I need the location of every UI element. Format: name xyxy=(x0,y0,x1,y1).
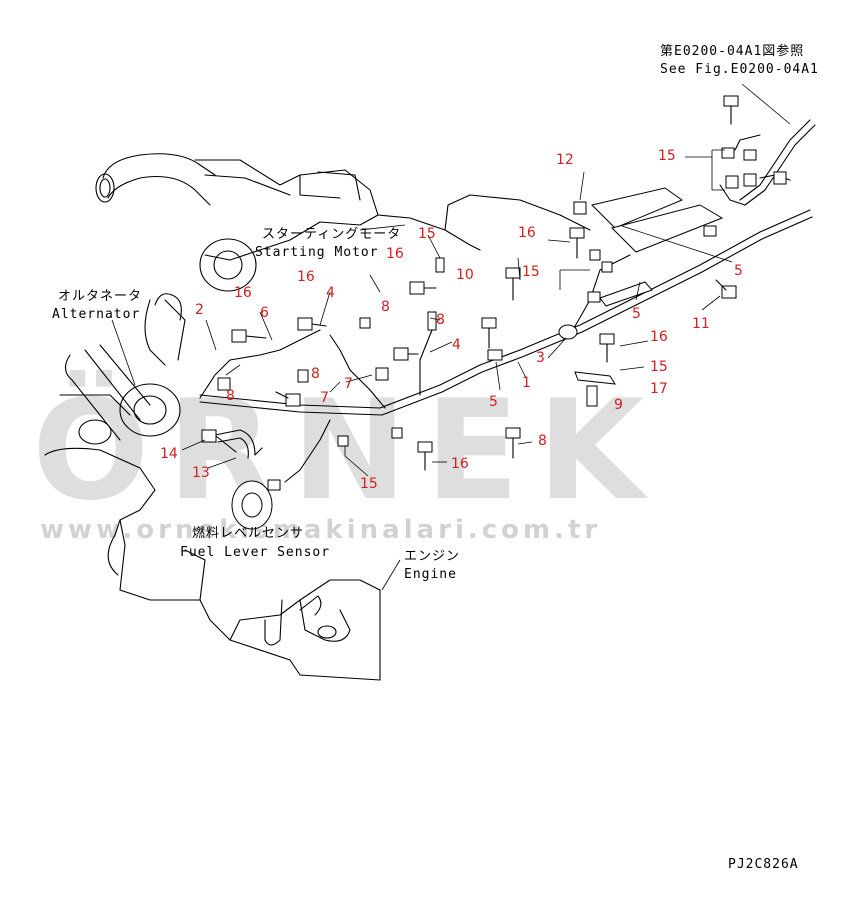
callout-3: 3 xyxy=(536,350,545,366)
engine-label-jp: エンジン xyxy=(404,549,460,564)
callout-8: 8 xyxy=(226,388,235,404)
callout-6: 6 xyxy=(260,305,269,321)
watermark-brand: ÖRNEK xyxy=(32,370,662,531)
reference-label-jp: 第E0200-04A1図参照 xyxy=(660,43,804,59)
callout-5: 5 xyxy=(632,306,641,322)
fuel-sensor-label-en: Fuel Lever Sensor xyxy=(180,545,330,560)
callout-16: 16 xyxy=(451,456,469,472)
figure-code: PJ2C826A xyxy=(728,857,799,872)
callout-5: 5 xyxy=(489,394,498,410)
callout-2: 2 xyxy=(195,302,204,318)
callout-15: 15 xyxy=(658,148,676,164)
callout-16: 16 xyxy=(518,225,536,241)
callout-15: 15 xyxy=(650,359,668,375)
engine-outline xyxy=(44,153,591,681)
callout-8: 8 xyxy=(436,312,445,328)
callout-4: 4 xyxy=(326,285,335,301)
callout-12: 12 xyxy=(556,152,574,168)
watermark-url: www.ornekismakinalari.com.tr xyxy=(40,515,601,545)
wire-harness xyxy=(199,119,816,483)
callout-7: 7 xyxy=(344,376,353,392)
alternator-label-jp: オルタネータ xyxy=(58,289,142,304)
callout-15: 15 xyxy=(522,264,540,280)
engine-label-en: Engine xyxy=(404,567,457,582)
callout-8: 8 xyxy=(311,366,320,382)
callout-7: 7 xyxy=(320,390,329,406)
callout-16: 16 xyxy=(297,269,315,285)
callout-15: 15 xyxy=(418,226,436,242)
parts xyxy=(201,95,787,530)
fuel-sensor-label-jp: 燃料レベルセンサ xyxy=(192,525,304,541)
callout-10: 10 xyxy=(456,267,474,283)
callout-16: 16 xyxy=(386,246,404,262)
callout-1: 1 xyxy=(522,375,531,391)
reference-label-en: See Fig.E0200-04A1 xyxy=(660,62,819,77)
callout-8: 8 xyxy=(381,299,390,315)
leader-lines xyxy=(111,83,791,477)
alternator-label-en: Alternator xyxy=(52,307,140,322)
callout-11: 11 xyxy=(692,316,710,332)
callout-14: 14 xyxy=(160,446,178,462)
callout-17: 17 xyxy=(650,381,668,397)
callout-numbers: 12 15 16 15 16 10 15 5 16 4 16 2 6 8 8 4… xyxy=(160,148,743,492)
callout-16: 16 xyxy=(234,285,252,301)
callout-5: 5 xyxy=(734,263,743,279)
callout-13: 13 xyxy=(192,465,210,481)
starting-motor-label-en: Starting Motor xyxy=(255,245,379,260)
callout-9: 9 xyxy=(614,397,623,413)
text-labels: 第E0200-04A1図参照 See Fig.E0200-04A1 スターティン… xyxy=(52,43,819,872)
starting-motor-label-jp: スターティングモータ xyxy=(262,227,401,242)
callout-16: 16 xyxy=(650,329,668,345)
watermark: ÖRNEK www.ornekismakinalari.com.tr xyxy=(32,370,662,545)
callout-8: 8 xyxy=(538,433,547,449)
callout-15: 15 xyxy=(360,476,378,492)
callout-4: 4 xyxy=(452,337,461,353)
